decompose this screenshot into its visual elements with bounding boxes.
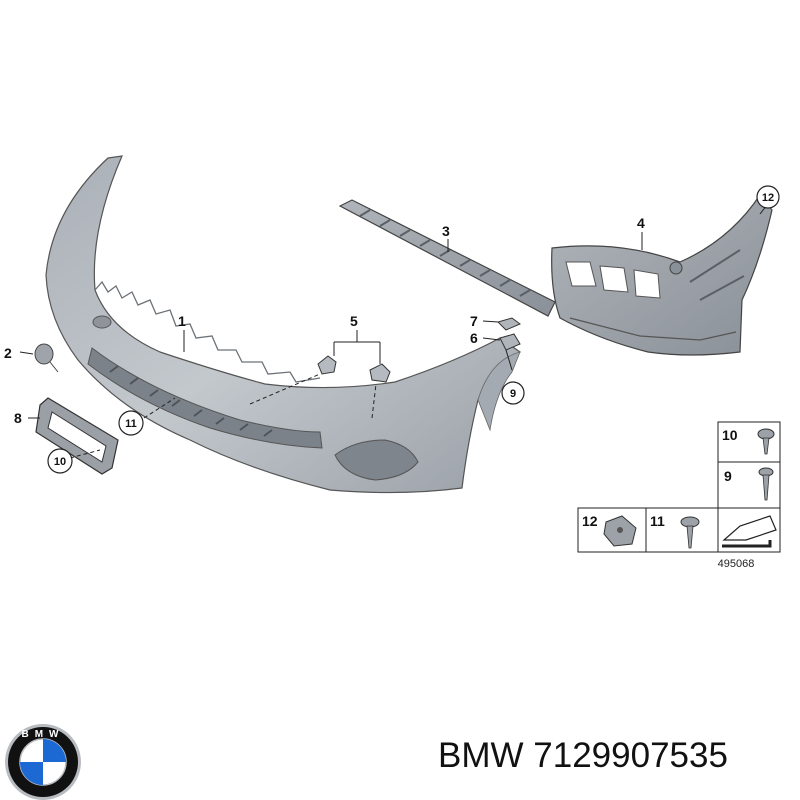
legend-label-11: 11	[650, 513, 665, 529]
callout-1: 1	[178, 313, 186, 329]
legend-label-12: 12	[582, 513, 598, 529]
callout-8: 8	[14, 410, 22, 426]
direction-arrow-icon	[722, 515, 777, 548]
callout-12-circle	[756, 185, 780, 209]
callout-9: 9	[510, 388, 516, 400]
legend-label-9: 9	[724, 468, 732, 484]
callout-3: 3	[442, 223, 450, 239]
clips-part-5	[317, 355, 391, 383]
callout-10-circle	[47, 448, 73, 474]
figure-number: 495068	[718, 558, 755, 570]
hardware-legend: 10 9 12 11	[577, 421, 781, 570]
callout-11-circle	[118, 410, 144, 436]
leader-lines	[19, 204, 768, 459]
caption-part-number: 7129907535	[533, 736, 728, 775]
callout-6: 6	[470, 330, 478, 346]
callout-labels: 1 2 3 4 5 6 7 8 9 10 11 12	[4, 185, 780, 474]
callout-10: 10	[54, 456, 66, 468]
clip-nut-12-icon	[603, 515, 637, 547]
license-bracket-part-8	[35, 397, 119, 475]
callout-5: 5	[350, 313, 358, 329]
screw-10-icon	[757, 428, 775, 455]
callout-2: 2	[4, 345, 12, 361]
svg-text:BMW: BMW	[22, 729, 65, 740]
bumper-panel-part-1	[45, 155, 522, 494]
legend-label-10: 10	[722, 427, 738, 443]
screw-11-icon	[680, 516, 700, 549]
callout-9-circle	[501, 381, 525, 405]
callout-4: 4	[637, 215, 645, 231]
bmw-logo-icon: BMW	[5, 724, 81, 800]
carrier-bracket-part-4	[551, 193, 773, 356]
cap-part-2	[34, 343, 59, 373]
clip-parts-6-7	[497, 317, 521, 351]
callout-12: 12	[762, 192, 774, 204]
part-caption: BMW 7129907535	[438, 738, 798, 773]
screw-9-icon	[758, 467, 774, 501]
guide-strip-part-3	[338, 199, 556, 317]
caption-brand: BMW	[438, 736, 524, 775]
callout-7: 7	[470, 313, 478, 329]
callout-11: 11	[125, 418, 137, 430]
